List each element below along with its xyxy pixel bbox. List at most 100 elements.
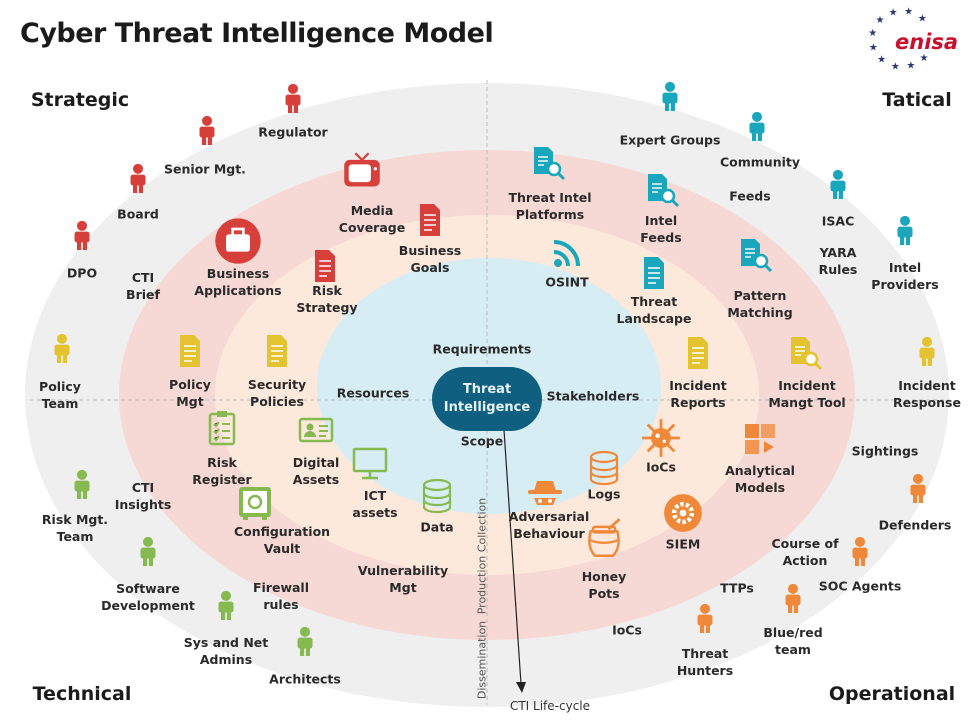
logo-text: enisa [895,30,959,54]
database-icon [419,478,455,518]
strategic-label: Strategic [30,89,130,111]
text-label: TTPs [720,580,754,596]
text-label: CTI Brief [126,270,160,302]
person-icon [290,621,320,665]
svg-text:★: ★ [918,13,927,24]
operational-label: Operational [828,683,956,705]
item-label: Community [719,154,801,170]
item-label: Intel Feeds [640,213,682,245]
person-icon [123,158,153,202]
person-icon [778,578,808,622]
person-icon [211,585,241,629]
cti-lifecycle-label: CTI Life-cycle [509,699,591,713]
text-label: Sightings [851,443,919,459]
person-icon [742,106,772,150]
item-label: SIEM [665,536,701,552]
item-label: Risk Register [192,455,252,487]
threat-intelligence-core: Threat Intelligence [432,367,542,431]
person-icon [890,210,920,254]
text-label: Firewall rules [252,580,310,612]
text-label: Stakeholders [546,388,640,404]
svg-text:★: ★ [876,15,885,26]
item-label: DPO [66,265,98,281]
item-label: Policy Mgt [169,377,211,409]
person-icon [67,215,97,259]
text-label: Vulnerability Mgt [357,563,449,595]
person-icon [192,110,222,154]
item-label: Business Goals [398,243,462,275]
page-title: Cyber Threat Intelligence Model [20,18,494,49]
item-label: Risk Mgt. Team [41,512,109,544]
person-icon [67,464,97,508]
svg-text:★: ★ [869,42,878,53]
person-icon [133,531,163,575]
text-label: Requirements [432,341,532,357]
svg-text:★: ★ [889,7,898,18]
item-label: Security Policies [247,377,307,409]
document-icon [680,335,716,375]
item-label: Threat Intel Platforms [508,190,592,222]
svg-text:★: ★ [904,7,913,18]
document-icon [307,248,343,288]
document-icon [636,255,672,295]
item-label: Senior Mgt. [164,161,246,177]
tv-icon [342,151,382,195]
wifi-icon [549,235,585,275]
text-label: Course of Action [771,536,839,568]
text-label: Feeds [729,188,771,204]
document-search-icon [530,145,566,185]
item-label: Analytical Models [725,463,795,495]
person-icon [47,328,77,372]
id-card-icon [298,412,334,452]
item-label: Incident Reports [669,378,727,410]
text-label: YARA Rules [818,245,858,277]
item-label: Incident Response [893,378,961,410]
text-label: Scope [460,433,504,449]
person-icon [823,164,853,208]
item-label: Logs [587,486,621,502]
puzzle-icon [742,421,778,461]
item-label: Blue/red team [763,625,823,657]
item-label: Incident Mangt Tool [768,378,846,410]
svg-text:★: ★ [877,55,886,66]
lifecycle-arrow [503,429,522,685]
svg-text:★: ★ [868,28,877,39]
item-label: Pattern Matching [727,288,793,320]
item-label: Regulator [258,124,328,140]
item-label: Configuration Vault [233,524,331,556]
honey-pot-icon [584,515,624,565]
item-label: Expert Groups [619,132,721,148]
virus-icon [641,418,681,462]
person-icon [903,468,933,512]
item-label: Policy Team [39,379,81,411]
item-label: Architects [269,671,341,687]
document-search-icon [787,335,823,375]
person-icon [845,531,875,575]
svg-text:★: ★ [891,61,900,72]
stage-production: Production [475,555,489,615]
safe-icon [237,485,273,525]
item-label: OSINT [545,274,589,290]
item-label: Software Development [101,581,195,613]
item-label: Adversarial Behaviour [508,509,590,541]
person-icon [690,598,720,642]
stage-collection: Collection [475,497,489,553]
person-icon [655,76,685,120]
document-search-icon [644,172,680,212]
arrow-head [516,682,526,693]
item-label: Digital Assets [292,455,340,487]
eu-stars-icon: ★★★★★★★★★★ [868,7,928,73]
item-label: Risk Strategy [296,283,358,315]
item-label: Sys and Net Admins [183,635,269,667]
document-icon [412,202,448,242]
item-label: Data [420,519,454,535]
text-label: IoCs [612,622,642,638]
item-label: IoCs [646,459,676,475]
stage-dissemination: Dissemination [475,620,489,700]
person-icon [912,331,942,375]
monitor-icon [352,445,388,485]
item-label: ICT assets [352,488,398,520]
spy-icon [527,475,563,515]
tactical-label: Tatical [882,89,952,111]
item-label: Defenders [878,517,952,533]
